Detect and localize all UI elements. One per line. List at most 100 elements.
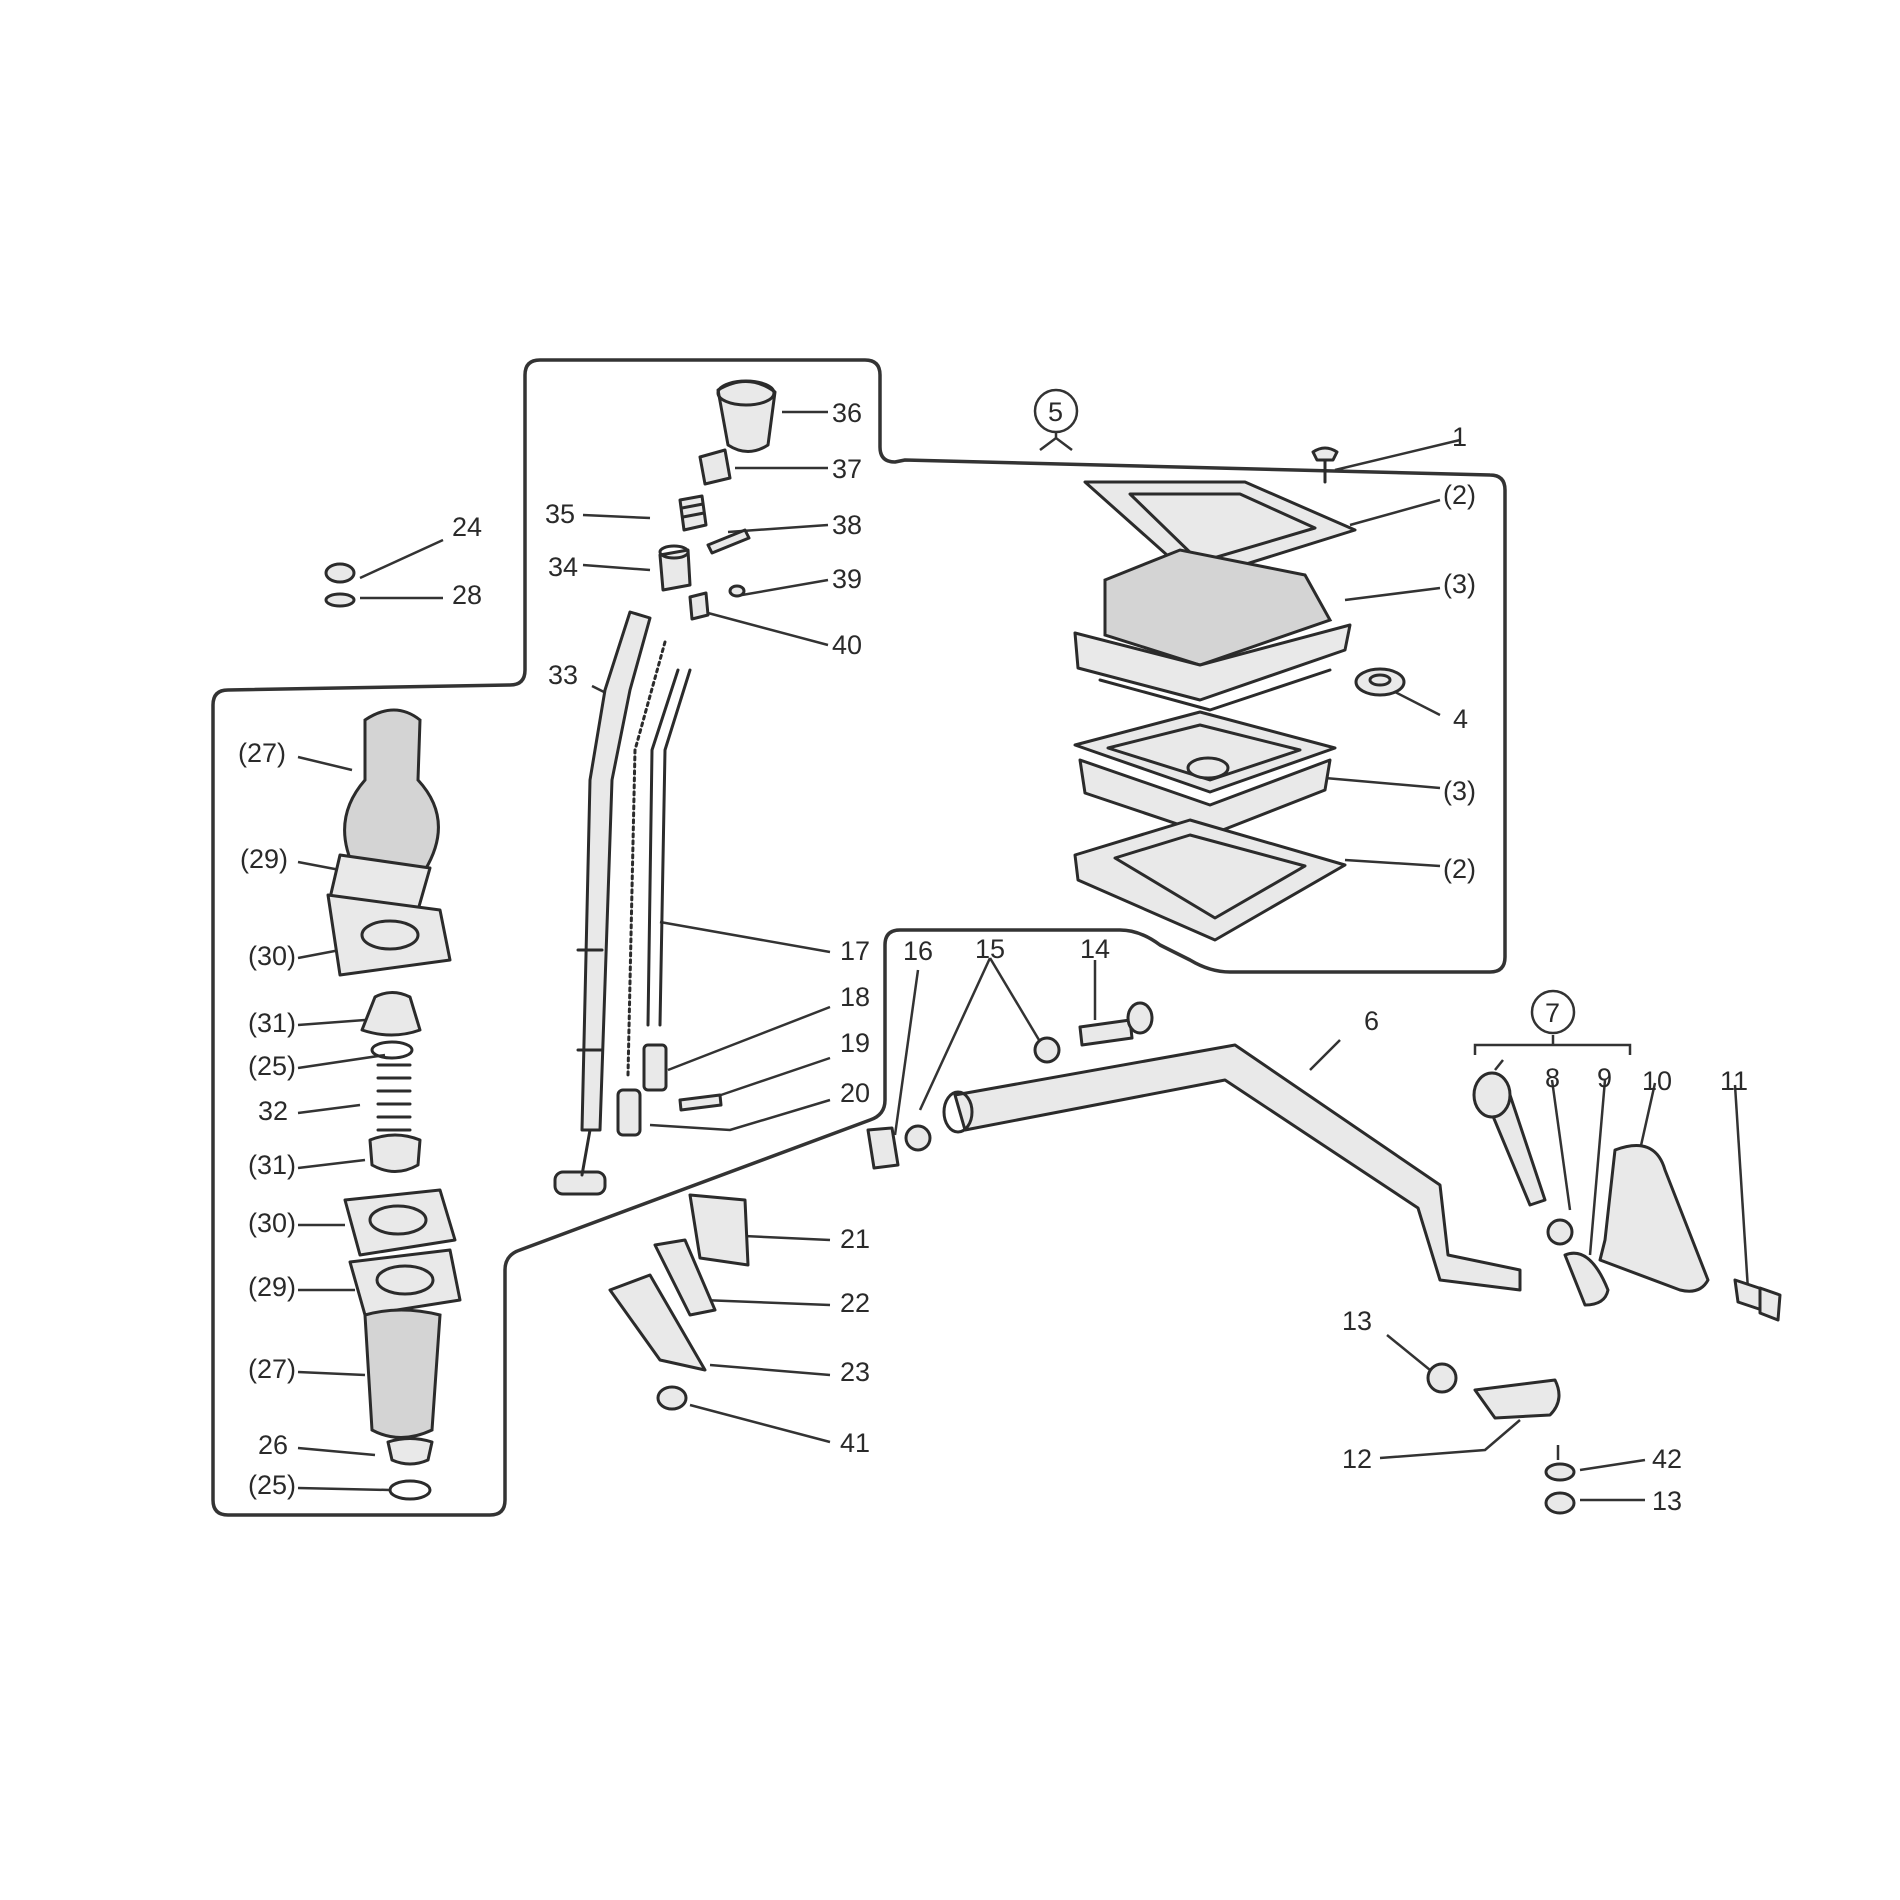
leader-lines — [297, 410, 1750, 1502]
label-5: 5 — [1048, 397, 1063, 427]
bracket-part-21 — [688, 1193, 750, 1267]
label-27-upper: (27) — [238, 738, 286, 768]
cover-part-3-lower — [1073, 710, 1337, 837]
label-24: 24 — [452, 512, 482, 542]
label-16: 16 — [903, 936, 933, 966]
label-2-top: (2) — [1443, 480, 1476, 510]
label-19: 19 — [840, 1028, 870, 1058]
label-22: 22 — [840, 1288, 870, 1318]
label-30-upper: (30) — [248, 941, 296, 971]
nut-part-37 — [698, 448, 732, 486]
label-30-lower: (30) — [248, 1208, 296, 1238]
nut-part-41 — [656, 1385, 688, 1411]
washer-part-28 — [324, 592, 356, 608]
bracket-part-22 — [653, 1238, 717, 1317]
lever-part-33 — [553, 610, 652, 1196]
plate-part-29-lower — [348, 1248, 462, 1317]
label-1: 1 — [1452, 422, 1467, 452]
label-34: 34 — [548, 552, 578, 582]
plate-part-10 — [1598, 1144, 1710, 1293]
label-40: 40 — [832, 630, 862, 660]
sleeve-part-40 — [688, 591, 710, 621]
label-14: 14 — [1080, 934, 1110, 964]
pin-part-20 — [616, 1088, 723, 1137]
cup-part-26 — [386, 1437, 434, 1466]
nut-part-8 — [1546, 1218, 1574, 1246]
washer-part-42 — [1544, 1462, 1576, 1482]
label-23: 23 — [840, 1357, 870, 1387]
knob-part-36 — [716, 379, 777, 453]
boot-part-27-lower — [363, 1308, 442, 1439]
ring-part-25-upper — [370, 1040, 414, 1060]
pin-part-39 — [728, 584, 746, 598]
plate-part-30-upper — [326, 893, 452, 977]
label-12: 12 — [1342, 1444, 1372, 1474]
shift-rod-part-6 — [942, 1043, 1522, 1292]
label-13-upper: 13 — [1342, 1306, 1372, 1336]
cone-part-31-upper — [360, 991, 422, 1037]
bolt-part-11 — [1733, 1278, 1782, 1322]
rod-part-17 — [646, 668, 692, 1027]
nut-part-24 — [324, 562, 356, 584]
label-7: 7 — [1545, 998, 1560, 1028]
clip-part-16 — [866, 1126, 900, 1170]
label-13-lower: 13 — [1652, 1486, 1682, 1516]
label-38: 38 — [832, 510, 862, 540]
label-10: 10 — [1642, 1066, 1672, 1096]
label-29-upper: (29) — [240, 844, 288, 874]
lever-arm-part-12 — [1473, 1378, 1561, 1420]
label-27-lower: (27) — [248, 1354, 296, 1384]
label-31-lower: (31) — [248, 1150, 296, 1180]
label-3-bottom: (3) — [1443, 776, 1476, 806]
label-32: 32 — [258, 1096, 288, 1126]
label-21: 21 — [840, 1224, 870, 1254]
label-28: 28 — [452, 580, 482, 610]
nut-part-13-lower — [1544, 1491, 1576, 1515]
label-31-upper: (31) — [248, 1008, 296, 1038]
label-4: 4 — [1453, 704, 1468, 734]
label-25-lower: (25) — [248, 1470, 296, 1500]
joint-part-9 — [1563, 1251, 1610, 1307]
plate-part-30-lower — [343, 1188, 457, 1257]
pin-part-38 — [706, 528, 751, 555]
gasket-bottom-part-2 — [1073, 818, 1347, 942]
screw-part-1 — [1311, 446, 1339, 484]
label-6: 6 — [1364, 1006, 1379, 1036]
label-18: 18 — [840, 982, 870, 1012]
cone-part-31-lower — [368, 1133, 422, 1173]
label-9: 9 — [1597, 1063, 1612, 1093]
bush-part-34 — [658, 544, 692, 592]
label-29-lower: (29) — [248, 1272, 296, 1302]
gasket-top-part-2 — [1083, 480, 1357, 582]
part-labels: 1 (2) (3) 4 (3) (2) 5 6 7 8 9 10 11 12 1… — [238, 397, 1748, 1516]
callout-circle-7 — [1530, 989, 1576, 1035]
nut-part-13-upper — [1426, 1362, 1458, 1394]
label-17: 17 — [840, 936, 870, 966]
ring-part-25-lower — [388, 1479, 432, 1501]
label-3-top: (3) — [1443, 569, 1476, 599]
label-2-bottom: (2) — [1443, 854, 1476, 884]
assembly-frame — [211, 358, 1507, 1517]
bush-part-15 — [904, 1036, 1061, 1152]
bolt-part-14 — [1078, 1001, 1154, 1047]
label-41: 41 — [840, 1428, 870, 1458]
label-39: 39 — [832, 564, 862, 594]
label-15: 15 — [975, 934, 1005, 964]
label-37: 37 — [832, 454, 862, 484]
rod-end-part-7 — [1472, 1071, 1547, 1207]
shaft-part-18 — [626, 640, 667, 1077]
washer-part-4 — [1354, 667, 1406, 697]
cover-part-3-upper — [1073, 548, 1352, 712]
spring-part-35 — [678, 494, 708, 532]
label-11: 11 — [1720, 1066, 1748, 1096]
spring-part-19 — [642, 1043, 668, 1092]
label-26: 26 — [258, 1430, 288, 1460]
bracket-part-23 — [608, 1273, 707, 1372]
label-25-upper: (25) — [248, 1051, 296, 1081]
label-33: 33 — [548, 660, 578, 690]
label-42: 42 — [1652, 1444, 1682, 1474]
label-35: 35 — [545, 499, 575, 529]
label-8: 8 — [1545, 1063, 1560, 1093]
spring-part-32 — [376, 1063, 412, 1132]
